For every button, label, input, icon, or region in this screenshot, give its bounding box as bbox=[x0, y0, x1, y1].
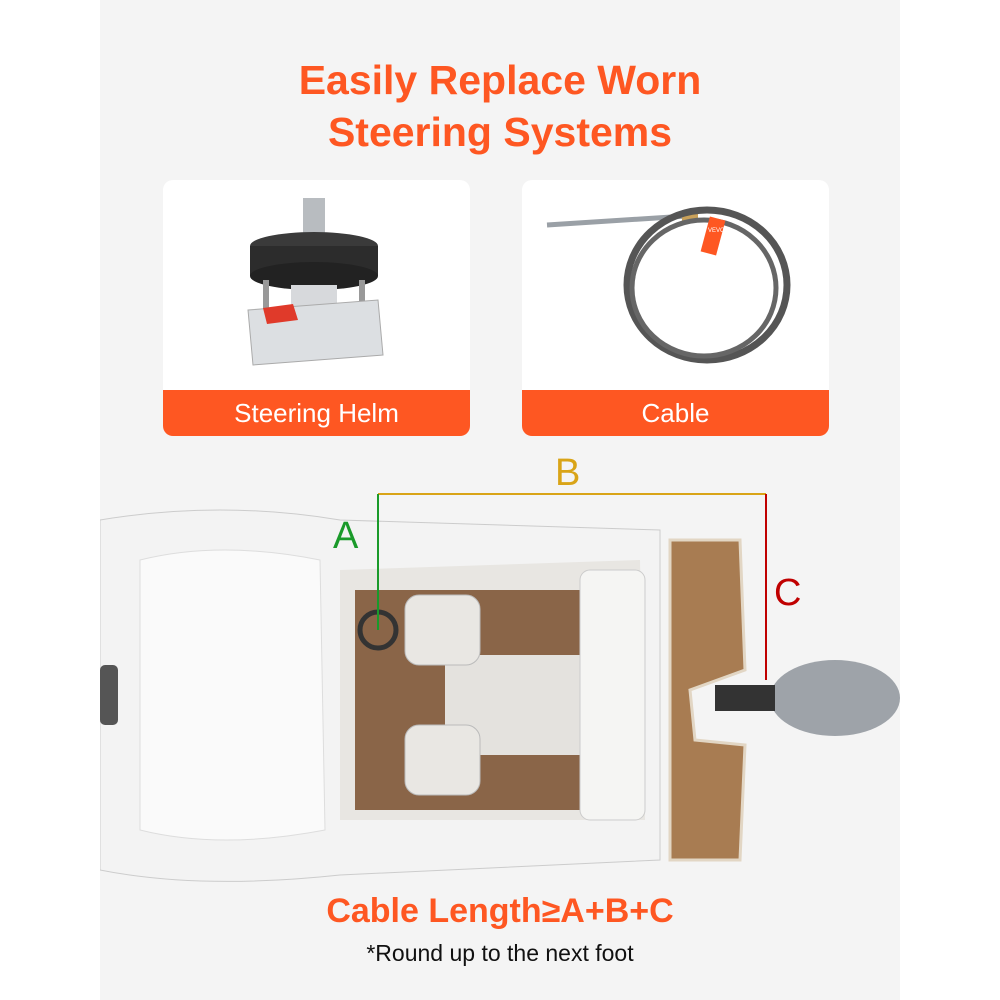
brand-tag: VEVOR bbox=[708, 228, 730, 234]
dimension-label-c: C bbox=[774, 572, 802, 614]
product-card-cable: VEVOR Cable bbox=[522, 180, 829, 436]
rounding-note: *Round up to the next foot bbox=[366, 940, 634, 966]
dimension-label-b: B bbox=[555, 452, 581, 494]
title-line-2: Steering Systems bbox=[327, 109, 673, 155]
dimension-label-a: A bbox=[333, 515, 359, 557]
product-label: Cable bbox=[522, 390, 829, 436]
title-line-1: Easily Replace Worn bbox=[298, 57, 702, 103]
cable-length-formula: Cable Length≥A+B+C bbox=[326, 892, 674, 930]
boat-top-view-image bbox=[100, 509, 900, 882]
steering-cable-image: VEVOR bbox=[546, 206, 791, 364]
steering-helm-image bbox=[247, 198, 384, 366]
product-label: Steering Helm bbox=[163, 390, 470, 436]
page-title: Easily Replace Worn Steering Systems bbox=[100, 54, 900, 158]
product-card-steering-helm: Steering Helm bbox=[163, 180, 470, 436]
